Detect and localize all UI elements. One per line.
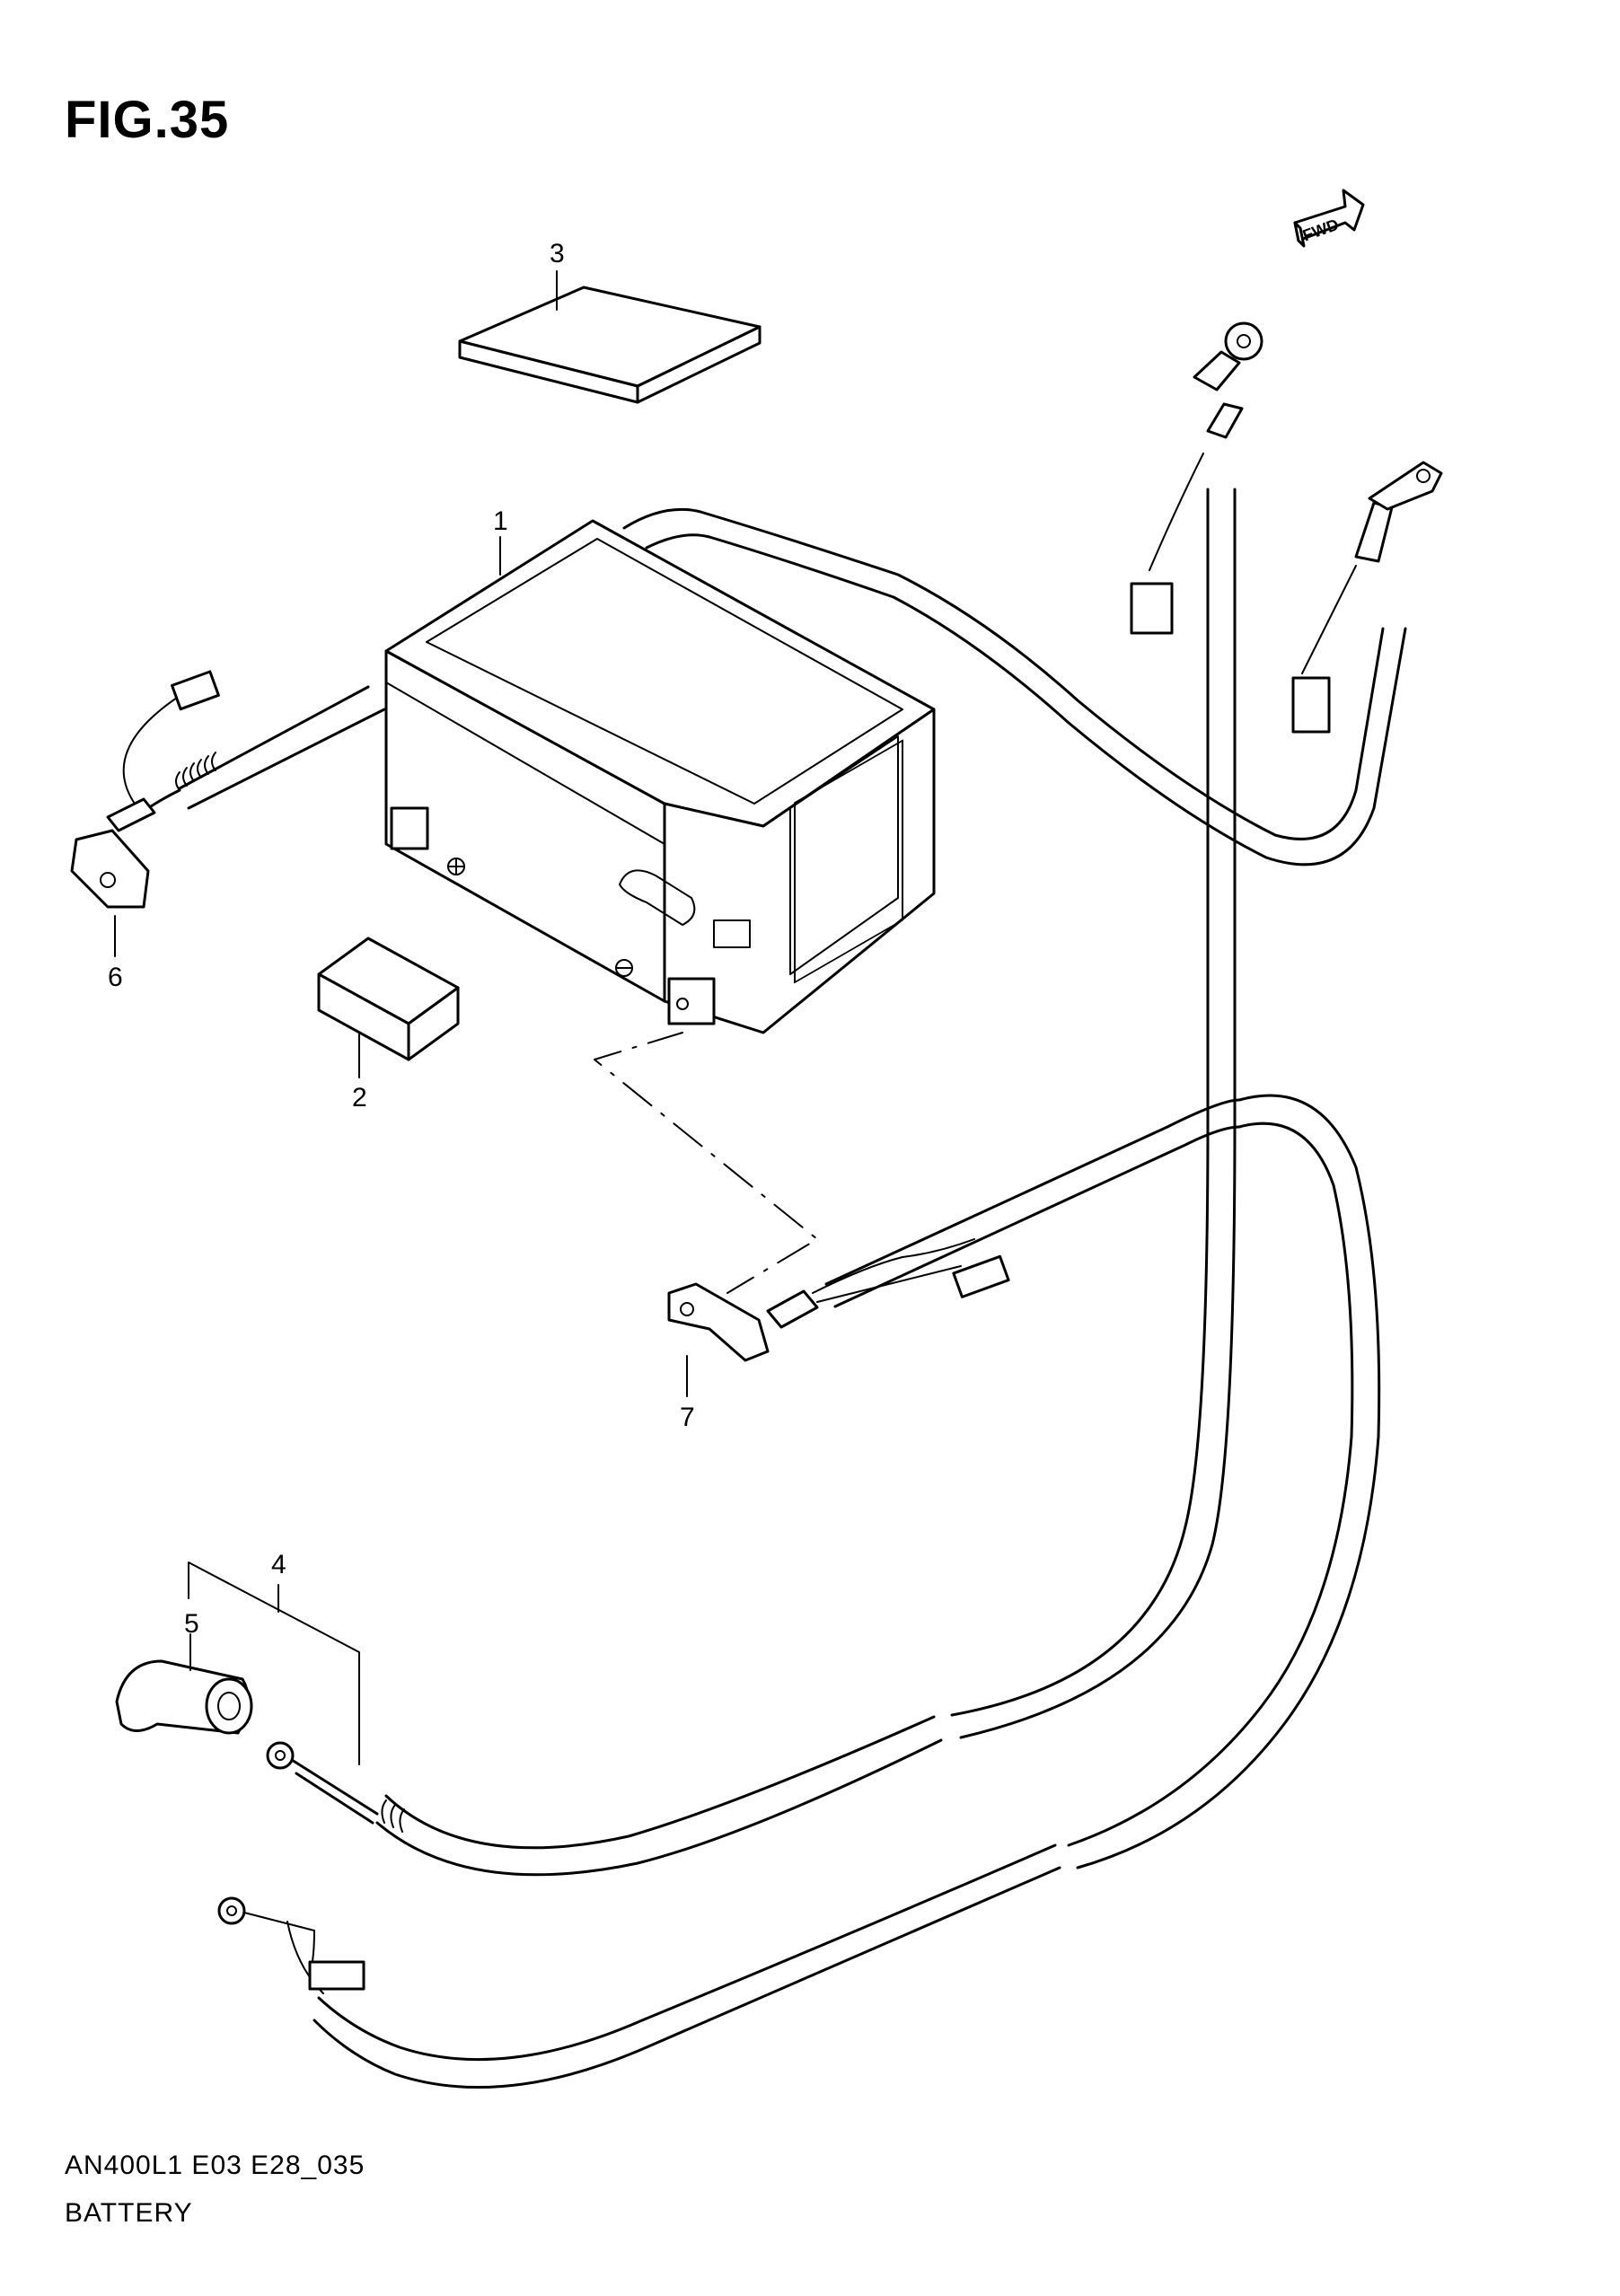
connection-dash-line — [594, 1032, 818, 1294]
upper-right-cable — [622, 461, 1443, 866]
figure-title: FIG.35 — [65, 91, 230, 149]
terminal-lead-part-6 — [70, 670, 386, 909]
callout-7: 7 — [680, 1403, 695, 1432]
main-harness-cable — [375, 321, 1263, 1877]
pad-part-3 — [458, 286, 762, 404]
callout-4: 4 — [271, 1550, 286, 1579]
terminal-lead-part-7 — [667, 1098, 1241, 1362]
callout-1: 1 — [493, 506, 508, 536]
cable-assembly-part-4 — [266, 1741, 405, 1833]
figure-code: AN400L1 E03 E28_035 — [65, 2151, 365, 2180]
callout-5: 5 — [184, 1609, 199, 1639]
battery-part-1 — [384, 519, 936, 1034]
fwd-arrow-icon: FWD — [1293, 189, 1365, 248]
figure-name: BATTERY — [65, 2198, 193, 2228]
boot-part-5 — [115, 1659, 253, 1735]
callout-3: 3 — [550, 239, 565, 268]
lower-loop-cable — [217, 1094, 1381, 2089]
callout-2: 2 — [352, 1083, 367, 1113]
callout-6: 6 — [108, 963, 123, 992]
bracket-line-4-5 — [188, 1561, 360, 1765]
block-part-2 — [317, 937, 460, 1061]
